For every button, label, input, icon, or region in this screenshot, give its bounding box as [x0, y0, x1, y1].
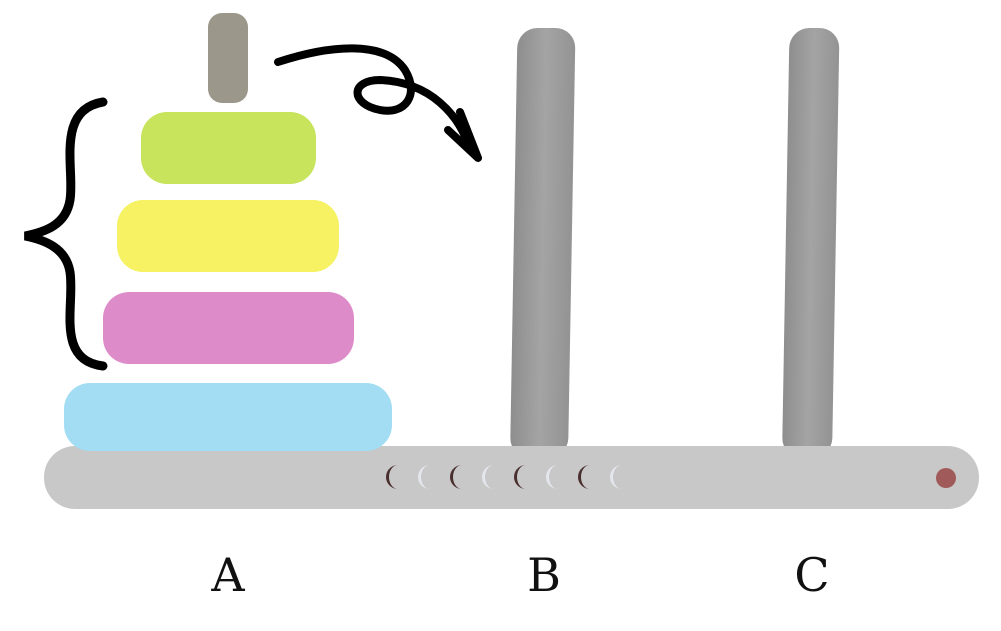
disk-green: [141, 112, 316, 184]
peg-label-a: A: [211, 548, 245, 602]
peg-b: [510, 28, 576, 458]
peg-label-b: B: [527, 548, 561, 602]
disk-pink: [103, 292, 354, 364]
base-dot: [936, 468, 956, 488]
curly-brace: [24, 97, 108, 371]
base-dots: [386, 465, 622, 489]
disk-blue: [64, 383, 392, 451]
peg-label-c: C: [794, 548, 830, 602]
move-arrow: [274, 44, 474, 154]
peg-c: [782, 28, 840, 458]
disk-yellow: [117, 200, 339, 272]
peg-a-top: [208, 13, 248, 103]
arrow-head-icon: [444, 108, 482, 162]
base: [44, 446, 979, 509]
